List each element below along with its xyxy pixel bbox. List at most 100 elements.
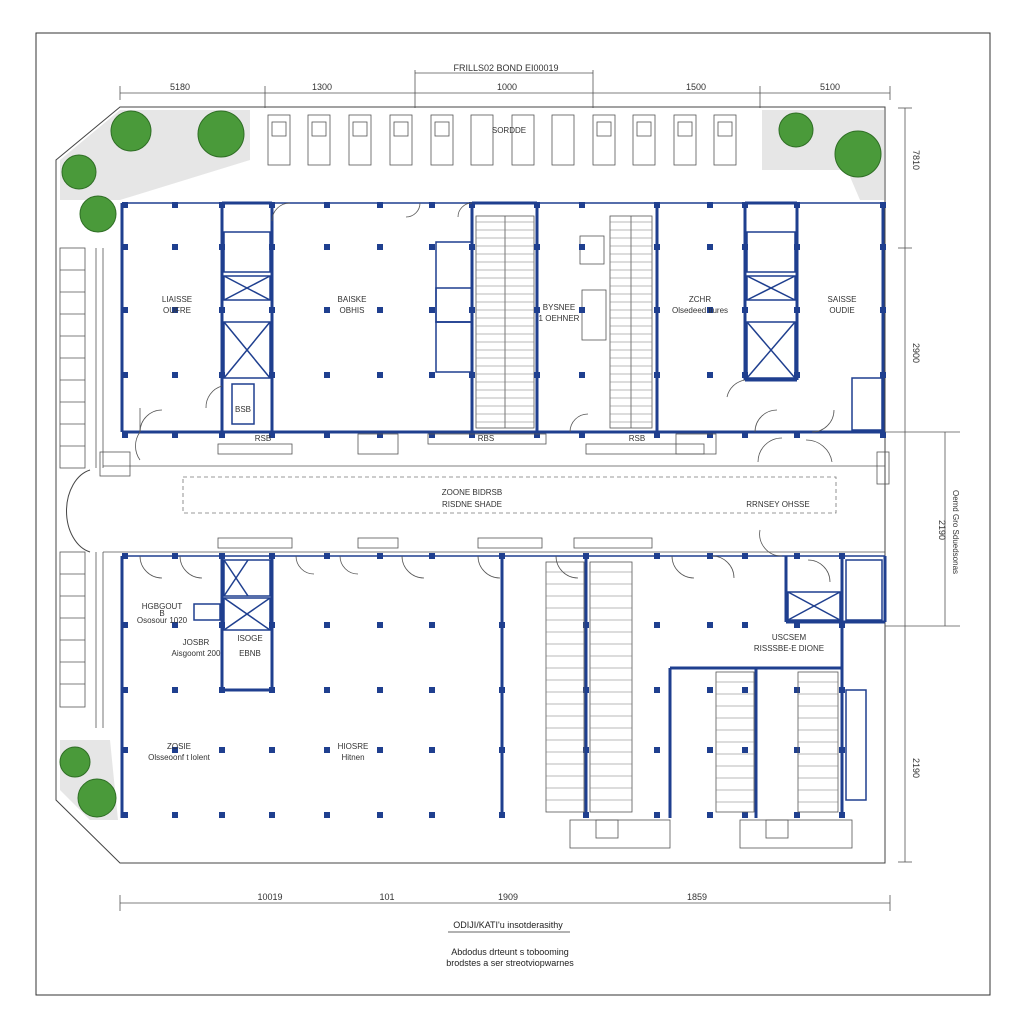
corridor-label-1: ZOONE BIDRSB bbox=[442, 488, 502, 497]
column bbox=[122, 687, 128, 693]
room-bottom-right-2: RISSSBE-E DIONE bbox=[754, 644, 824, 653]
room-mid-left-b-2: Aisgoomt 200 bbox=[172, 649, 221, 658]
stair-upper-b bbox=[579, 215, 653, 429]
column bbox=[579, 244, 585, 250]
column bbox=[742, 432, 748, 438]
ramp-lines bbox=[546, 571, 838, 803]
column bbox=[377, 307, 383, 313]
column bbox=[377, 687, 383, 693]
column bbox=[469, 307, 475, 313]
column bbox=[172, 372, 178, 378]
upper-center-service bbox=[435, 241, 473, 373]
dim-bottom-2: 101 bbox=[379, 892, 394, 902]
column bbox=[269, 372, 275, 378]
column bbox=[742, 622, 748, 628]
column bbox=[122, 202, 128, 208]
column bbox=[219, 202, 225, 208]
column bbox=[880, 202, 886, 208]
column bbox=[172, 202, 178, 208]
column bbox=[324, 812, 330, 818]
room-mid-left-b-1: JOSBR bbox=[183, 638, 210, 647]
tree-icon bbox=[59, 746, 91, 778]
dim-top-2: 1300 bbox=[312, 82, 332, 92]
column bbox=[880, 432, 886, 438]
dim-right-3: 2190 bbox=[937, 520, 947, 540]
column bbox=[742, 307, 748, 313]
column bbox=[742, 812, 748, 818]
dim-top-1: 5180 bbox=[170, 82, 190, 92]
column bbox=[122, 432, 128, 438]
column bbox=[794, 432, 800, 438]
room-top-left-2: OUFRE bbox=[163, 306, 191, 315]
column bbox=[269, 307, 275, 313]
upper-right-core bbox=[746, 231, 883, 431]
right-dimension-line bbox=[885, 107, 960, 863]
column bbox=[122, 244, 128, 250]
column bbox=[794, 244, 800, 250]
structural-columns bbox=[122, 202, 886, 818]
column bbox=[534, 432, 540, 438]
column bbox=[794, 202, 800, 208]
room-mid-left-a-3: Ososour 1020 bbox=[137, 616, 188, 625]
room-bottom-left-1: ZOSIE bbox=[167, 742, 191, 751]
column bbox=[794, 687, 800, 693]
dim-bottom-3: 1909 bbox=[498, 892, 518, 902]
trees bbox=[59, 110, 882, 818]
stair-upper-a bbox=[475, 215, 535, 429]
column bbox=[707, 622, 713, 628]
column bbox=[742, 202, 748, 208]
column bbox=[794, 747, 800, 753]
column bbox=[324, 307, 330, 313]
column bbox=[707, 812, 713, 818]
tag-parking: SORDDE bbox=[492, 126, 526, 135]
room-bottom-center-1: HIOSRE bbox=[338, 742, 369, 751]
column bbox=[219, 372, 225, 378]
tree-icon bbox=[110, 110, 152, 152]
column bbox=[269, 812, 275, 818]
column bbox=[377, 622, 383, 628]
column bbox=[469, 372, 475, 378]
upper-left-core bbox=[223, 231, 271, 425]
column bbox=[794, 307, 800, 313]
column bbox=[122, 747, 128, 753]
column bbox=[172, 244, 178, 250]
column bbox=[324, 687, 330, 693]
column bbox=[122, 622, 128, 628]
column bbox=[794, 622, 800, 628]
column bbox=[122, 812, 128, 818]
column bbox=[324, 747, 330, 753]
drawing-frame bbox=[35, 32, 991, 996]
room-top-center-left-1: BAISKE bbox=[338, 295, 367, 304]
column bbox=[654, 202, 660, 208]
tree-icon bbox=[77, 778, 117, 818]
column bbox=[219, 432, 225, 438]
column bbox=[377, 244, 383, 250]
room-top-center-2: 1 OEHNER bbox=[539, 314, 580, 323]
column bbox=[880, 244, 886, 250]
column bbox=[707, 244, 713, 250]
room-bottom-left-2: Olsseoonf t lolent bbox=[148, 753, 211, 762]
column bbox=[429, 747, 435, 753]
bottom-dimension-line bbox=[119, 895, 891, 911]
upper-block-walls bbox=[120, 201, 885, 434]
column bbox=[707, 307, 713, 313]
dim-bottom-1: 10019 bbox=[257, 892, 282, 902]
column bbox=[269, 747, 275, 753]
column bbox=[707, 202, 713, 208]
room-bottom-right-1: USCSEM bbox=[772, 633, 807, 642]
column bbox=[707, 687, 713, 693]
column bbox=[172, 307, 178, 313]
top-dimension-line bbox=[119, 70, 891, 108]
tree-icon bbox=[61, 154, 97, 190]
entrance-arc bbox=[66, 469, 91, 553]
dim-bottom-4: 1859 bbox=[687, 892, 707, 902]
dim-top-3: 1000 bbox=[497, 82, 517, 92]
column bbox=[324, 622, 330, 628]
column bbox=[654, 372, 660, 378]
column bbox=[429, 432, 435, 438]
tag-rsb-2: RSB bbox=[629, 434, 645, 443]
column bbox=[742, 747, 748, 753]
lower-right-core bbox=[787, 559, 883, 801]
dim-top-5: 5100 bbox=[820, 82, 840, 92]
room-top-zone-2: Olsedeed tiures bbox=[672, 306, 728, 315]
